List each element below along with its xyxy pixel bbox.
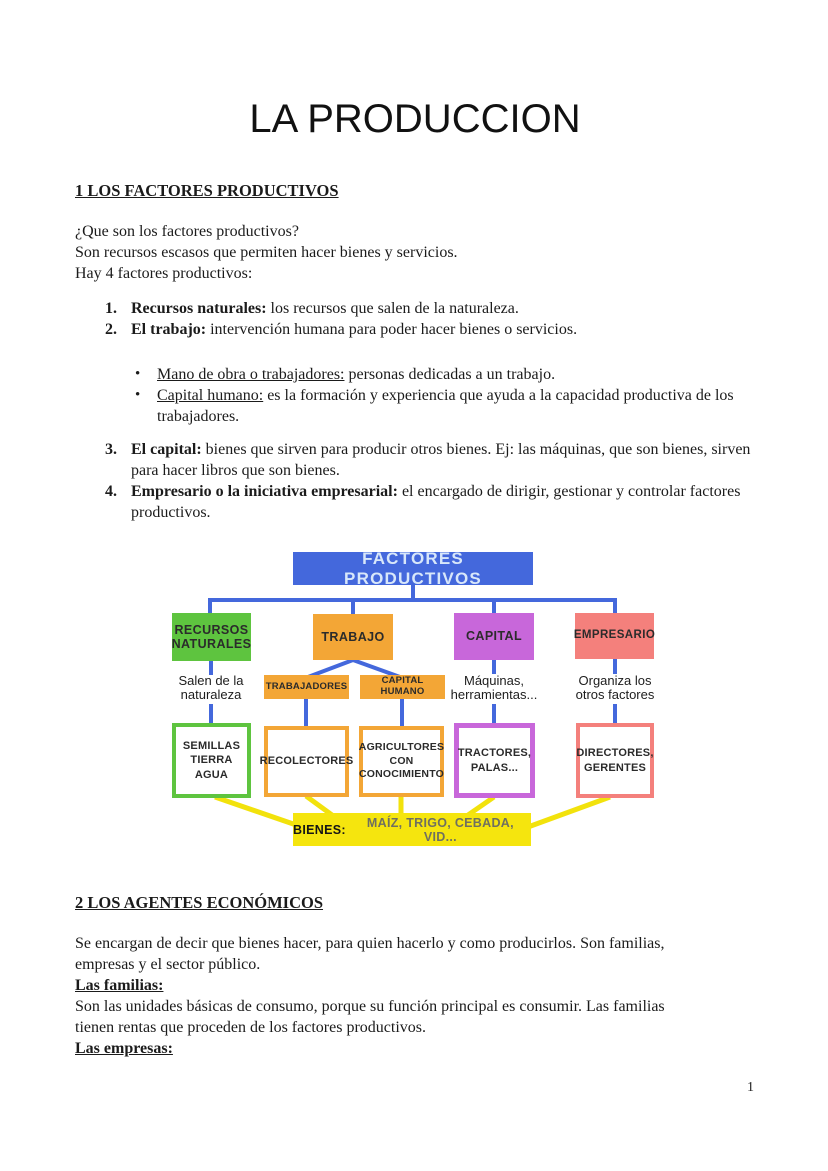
list-item-lead: El capital: (131, 441, 202, 458)
sub-box-capital-humano: CAPITAL HUMANO (360, 675, 445, 699)
leaf-box-directores-gerentes: DIRECTORES, GERENTES (576, 723, 654, 798)
bullet-marker: • (135, 366, 141, 382)
page-number: 1 (747, 1080, 754, 1095)
diagram-root-label: FACTORES PRODUCTIVOS (344, 548, 482, 588)
list-item-text: El trabajo: intervención humana para pod… (131, 319, 755, 340)
empresas-heading: Las empresas: (75, 1040, 173, 1057)
familias-paragraph: Son las unidades básicas de consumo, por… (75, 998, 665, 1036)
bullet-lead: Mano de obra o trabajadores: (157, 366, 345, 383)
list-item-lead: El trabajo: (131, 321, 207, 338)
list-item-4: 4. Empresario o la iniciativa empresaria… (75, 481, 755, 523)
bullet-list: • Mano de obra o trabajadores: personas … (75, 364, 755, 427)
list-item-body: los recursos que salen de la naturaleza. (266, 300, 519, 317)
section1-intro: ¿Que son los factores productivos? Son r… (75, 223, 458, 282)
leaf-box-tractores-palas: TRACTORES, PALAS... (454, 723, 535, 798)
leaf-box-semillas-tierra-agua: SEMILLAS TIERRA AGUA (172, 723, 251, 798)
sub-box-trabajadores: TRABAJADORES (264, 675, 349, 699)
category-label: RECURSOS NATURALES (171, 622, 252, 651)
bullet-body: personas dedicadas a un trabajo. (344, 366, 556, 383)
category-box-empresario: EMPRESARIO (573, 613, 656, 659)
goods-box-bienes: BIENES: MAÍZ, TRIGO, CEBADA, VID... (293, 813, 531, 846)
familias-heading: Las familias: (75, 977, 164, 994)
leaf-box-agricultores-con-conocimiento: AGRICULTORES CON CONOCIMIENTO (359, 726, 444, 797)
list-item-text: Empresario o la iniciativa empresarial: … (131, 481, 755, 523)
bullet-text: Capital humano: es la formación y experi… (157, 385, 755, 427)
sub-box-label: TRABAJADORES (265, 680, 348, 692)
category-label: TRABAJO (321, 629, 385, 644)
page-title: LA PRODUCCION (249, 97, 581, 141)
leaf-label: SEMILLAS TIERRA AGUA (182, 740, 241, 781)
list-item-3: 3. El capital: bienes que sirven para pr… (75, 439, 755, 481)
document-content: LA PRODUCCION 1 LOS FACTORES PRODUCTIVOS… (75, 97, 755, 1059)
section1-heading: 1 LOS FACTORES PRODUCTIVOS (75, 181, 339, 200)
diagram-root-box: FACTORES PRODUCTIVOS (293, 548, 533, 588)
section2: 2 LOS AGENTES ECONÓMICOS Se encargan de … (75, 893, 755, 1059)
bullet-item-2: • Capital humano: es la formación y expe… (75, 385, 755, 427)
list-item-number: 1. (105, 300, 117, 317)
list-item-number: 4. (105, 483, 117, 500)
category-box-recursos-naturales: RECURSOS NATURALES (172, 613, 251, 661)
category-label: EMPRESARIO (573, 629, 656, 642)
diagram-connector-lines (208, 585, 617, 830)
category-box-trabajo: TRABAJO (313, 614, 393, 660)
list-item-1: 1. Recursos naturales: los recursos que … (75, 298, 755, 319)
leaf-box-recolectores: RECOLECTORES (260, 726, 353, 797)
list-item-lead: Empresario o la iniciativa empresarial: (131, 483, 398, 500)
list-item-text: Recursos naturales: los recursos que sal… (131, 298, 755, 319)
sub-box-label: CAPITAL HUMANO (380, 675, 425, 697)
bullet-body: es la formación y experiencia que ayuda … (157, 387, 734, 425)
leaf-label: DIRECTORES, GERENTES (576, 747, 654, 774)
category-label: CAPITAL (465, 629, 523, 644)
category-box-capital: CAPITAL (454, 613, 534, 660)
factores-productivos-diagram: FACTORES PRODUCTIVOS RECURSOS NATURALES … (160, 547, 720, 859)
goods-label: BIENES: (293, 822, 346, 837)
list-item-lead: Recursos naturales: (131, 300, 267, 317)
leaf-label: RECOLECTORES (259, 755, 354, 768)
bullet-marker: • (135, 387, 141, 403)
note-empresario: Organiza los otros factores (575, 673, 655, 702)
list-item-number: 3. (105, 441, 117, 458)
note-recursos: Salen de la naturaleza (178, 673, 244, 702)
bullet-text: Mano de obra o trabajadores: personas de… (157, 364, 555, 385)
list-item-number: 2. (105, 321, 117, 338)
list-item-body: bienes que sirven para producir otros bi… (131, 441, 751, 479)
list-item-body: el encargado de dirigir, gestionar y con… (131, 483, 741, 521)
numbered-list: 1. Recursos naturales: los recursos que … (75, 298, 755, 523)
bullet-lead: Capital humano: (157, 387, 264, 404)
leaf-label: AGRICULTORES CON CONOCIMIENTO (358, 741, 445, 781)
list-item-body: intervención humana para poder hacer bie… (206, 321, 578, 338)
bullet-item-1: • Mano de obra o trabajadores: personas … (75, 364, 755, 385)
section2-intro: Se encargan de decir que bienes hacer, p… (75, 935, 665, 973)
list-item-text: El capital: bienes que sirven para produ… (131, 439, 755, 481)
section2-heading: 2 LOS AGENTES ECONÓMICOS (75, 893, 324, 912)
note-capital: Máquinas, herramientas... (450, 673, 538, 702)
list-item-2: 2. El trabajo: intervención humana para … (75, 319, 755, 340)
goods-items: MAÍZ, TRIGO, CEBADA, VID... (366, 815, 514, 844)
leaf-label: TRACTORES, PALAS... (457, 747, 532, 774)
